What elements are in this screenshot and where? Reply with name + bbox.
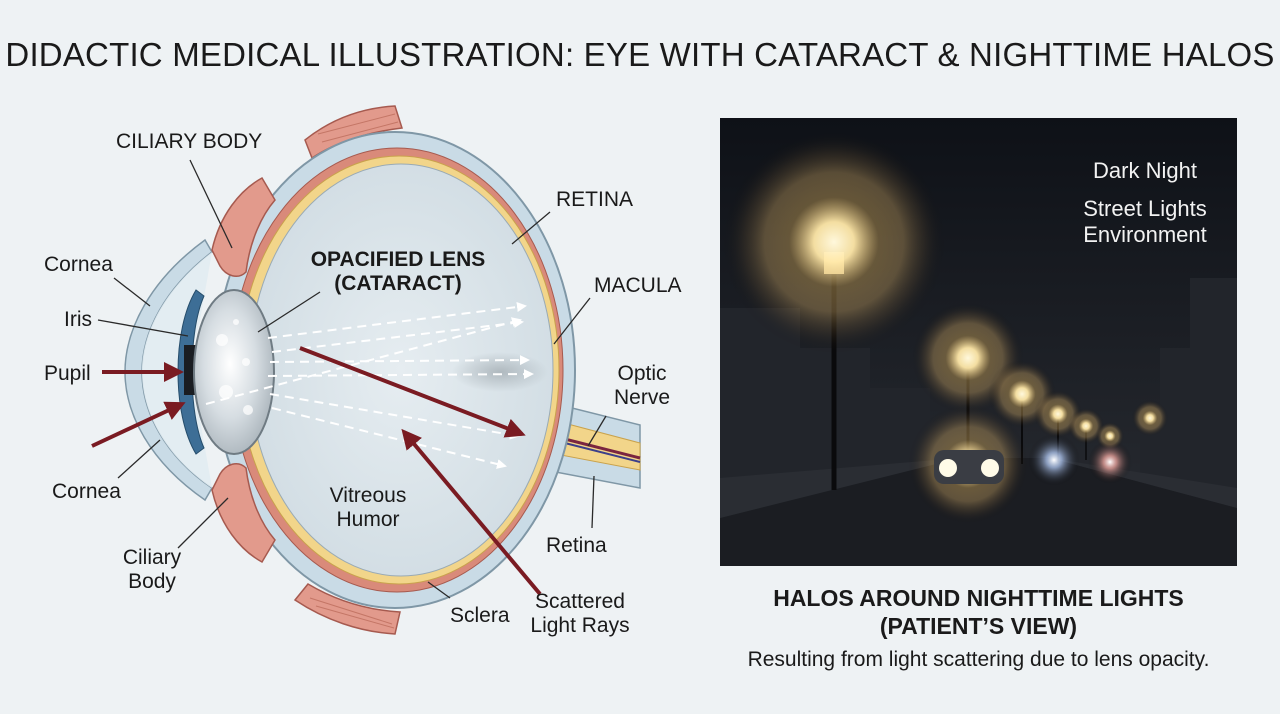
label-opacified-lens: OPACIFIED LENS (CATARACT): [298, 248, 498, 296]
label-retina-top: RETINA: [556, 188, 634, 211]
label-macula: MACULA: [594, 274, 682, 297]
leader-lines: [97, 159, 607, 599]
caption-heading-line1: HALOS AROUND NIGHTTIME LIGHTS: [773, 585, 1184, 611]
night-scene-label-2-line2: Environment: [1083, 222, 1207, 248]
lens-opacity-spots: [216, 319, 253, 415]
label-cornea-bottom: Cornea: [52, 480, 121, 503]
label-opacified-lens-line2: (CATARACT): [334, 272, 462, 296]
extraocular-muscle-bottom: [293, 583, 401, 635]
night-scene-label-1: Dark Night: [1093, 158, 1197, 183]
caption-subtitle: Resulting from light scattering due to l…: [747, 648, 1210, 671]
pupil: [184, 345, 196, 395]
label-scattered-light-rays-line2: Light Rays: [530, 614, 630, 638]
label-ciliary-body-bottom-line1: Ciliary: [122, 546, 182, 569]
scattered-light-rays: [205, 302, 534, 469]
label-ciliary-body-top: CILIARY BODY: [116, 130, 263, 153]
label-scattered-light-rays: Scattered Light Rays: [522, 590, 638, 638]
page-title: DIDACTIC MEDICAL ILLUSTRATION: EYE WITH …: [5, 36, 1275, 73]
label-iris: Iris: [64, 308, 92, 331]
opacified-lens: [193, 289, 275, 455]
night-scene-label-2-line1: Street Lights: [1083, 196, 1207, 221]
label-ciliary-body-bottom-line2: Body: [128, 570, 176, 594]
label-vitreous-humor-line1: Vitreous: [329, 484, 407, 507]
incoming-light-arrow: [91, 401, 186, 448]
main-light-ray-arrow: [299, 346, 526, 438]
label-scattered-light-rays-line1: Scattered: [535, 590, 625, 613]
label-opacified-lens-line1: OPACIFIED LENS: [310, 248, 486, 271]
scatter-blur: [452, 352, 548, 392]
label-optic-nerve: Optic Nerve: [606, 362, 678, 410]
halos: [722, 130, 1168, 524]
caption-heading: HALOS AROUND NIGHTTIME LIGHTS (PATIENT’S…: [720, 584, 1237, 640]
ciliary-body-upper: [211, 176, 276, 277]
caption-heading-line2: (PATIENT’S VIEW): [879, 613, 1078, 640]
night-scene-illustration: [720, 118, 1237, 566]
scattered-rays-arrow: [401, 428, 542, 596]
label-vitreous-humor: Vitreous Humor: [316, 484, 420, 532]
label-vitreous-humor-line2: Humor: [336, 508, 400, 532]
label-cornea-top: Cornea: [44, 253, 113, 276]
label-pupil: Pupil: [44, 362, 91, 385]
label-retina-bottom: Retina: [546, 534, 607, 557]
label-ciliary-body-bottom: Ciliary Body: [112, 546, 192, 594]
car: [934, 450, 1004, 484]
ciliary-body-lower: [211, 463, 276, 564]
label-optic-nerve-line2: Nerve: [613, 386, 671, 410]
patient-view-night-scene: Dark Night Street Lights Environment: [720, 118, 1237, 566]
label-sclera: Sclera: [450, 604, 510, 627]
label-optic-nerve-line1: Optic: [617, 362, 667, 385]
night-scene-label-2: Street Lights Environment: [1060, 196, 1230, 249]
